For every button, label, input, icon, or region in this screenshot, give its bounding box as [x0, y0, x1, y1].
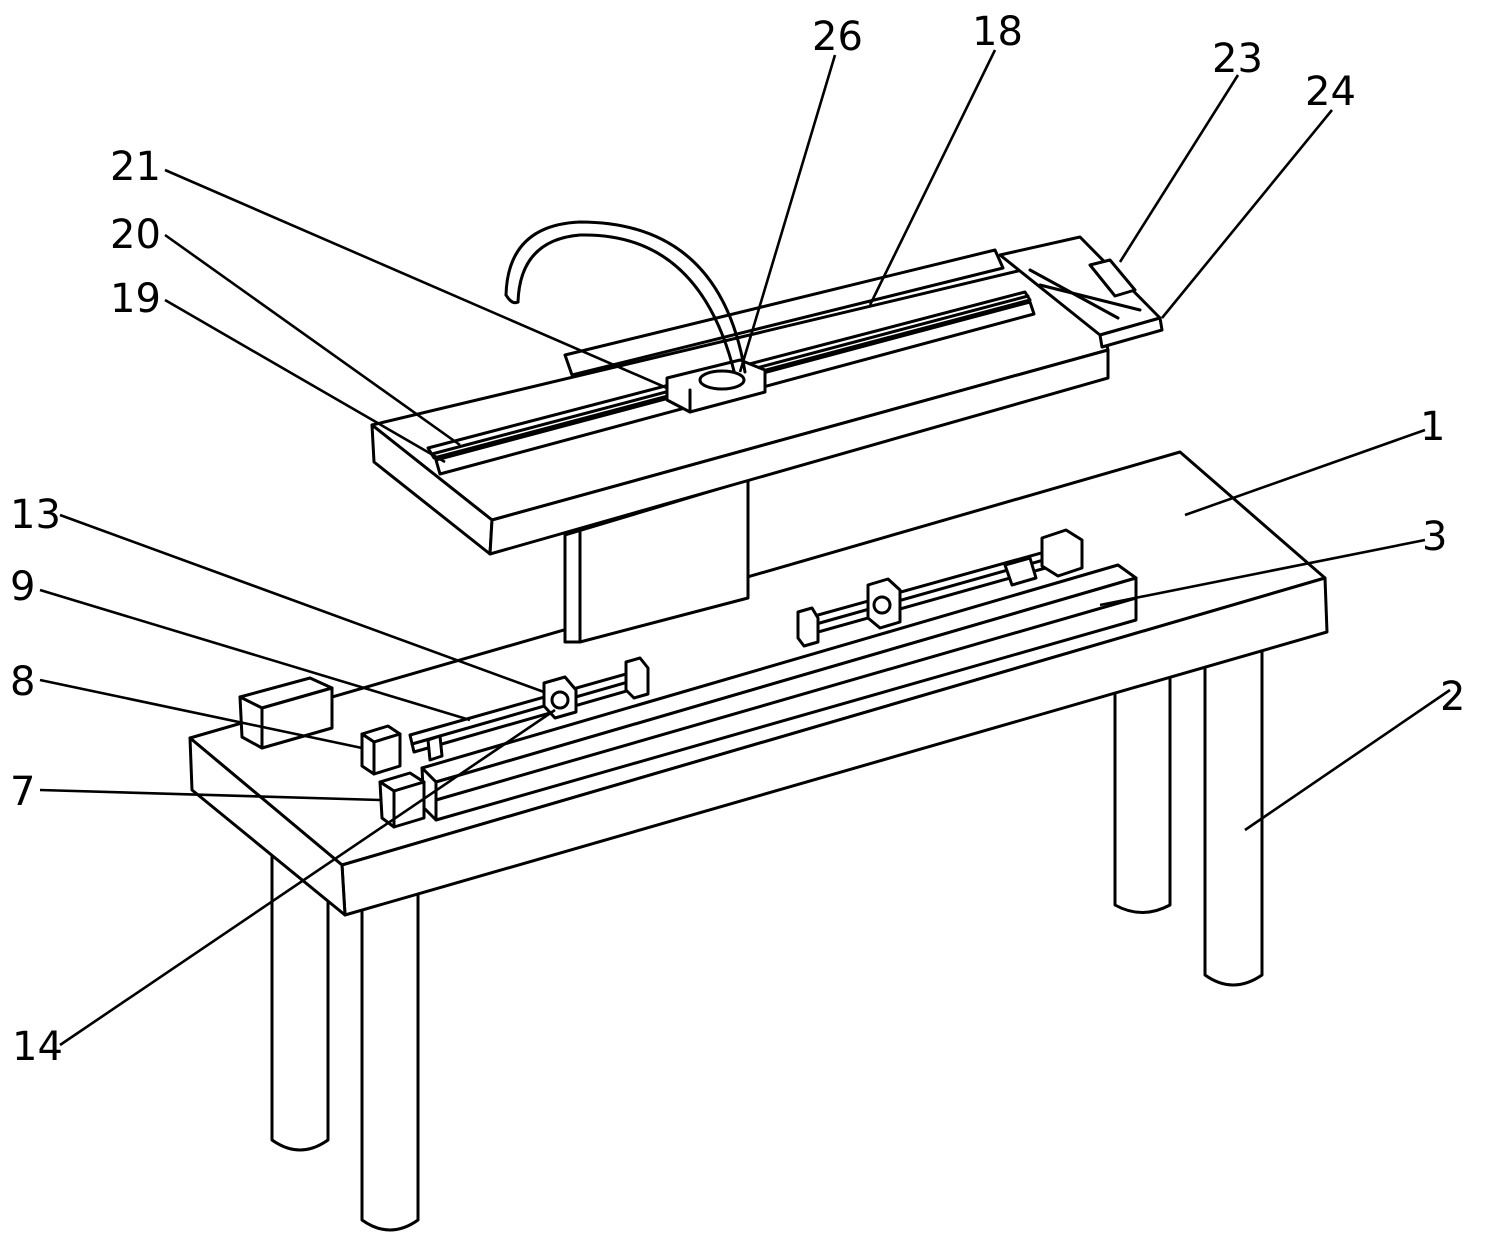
label-14: 14 — [12, 1024, 63, 1070]
label-19: 19 — [110, 276, 161, 322]
left-blocks — [238, 676, 426, 829]
hose — [504, 220, 747, 391]
label-9: 9 — [10, 564, 35, 610]
table-legs — [270, 650, 1264, 1232]
label-24: 24 — [1305, 69, 1356, 115]
label-18: 18 — [972, 9, 1023, 55]
label-1: 1 — [1420, 404, 1445, 450]
label-8: 8 — [10, 659, 35, 705]
label-23: 23 — [1212, 36, 1263, 82]
part-labels: 1 2 3 7 8 9 13 14 18 19 20 21 23 24 26 — [10, 9, 1465, 1070]
right-screw-assembly — [796, 528, 1084, 648]
label-26: 26 — [812, 14, 863, 60]
end-bracket — [998, 235, 1164, 349]
label-13: 13 — [10, 492, 61, 538]
lower-rail — [420, 563, 1138, 822]
label-2: 2 — [1440, 674, 1465, 720]
label-7: 7 — [10, 769, 35, 815]
label-3: 3 — [1422, 514, 1447, 560]
label-20: 20 — [110, 212, 161, 258]
left-screw-assembly — [408, 656, 650, 762]
leader-lines — [39, 49, 1451, 1047]
label-21: 21 — [110, 144, 161, 190]
